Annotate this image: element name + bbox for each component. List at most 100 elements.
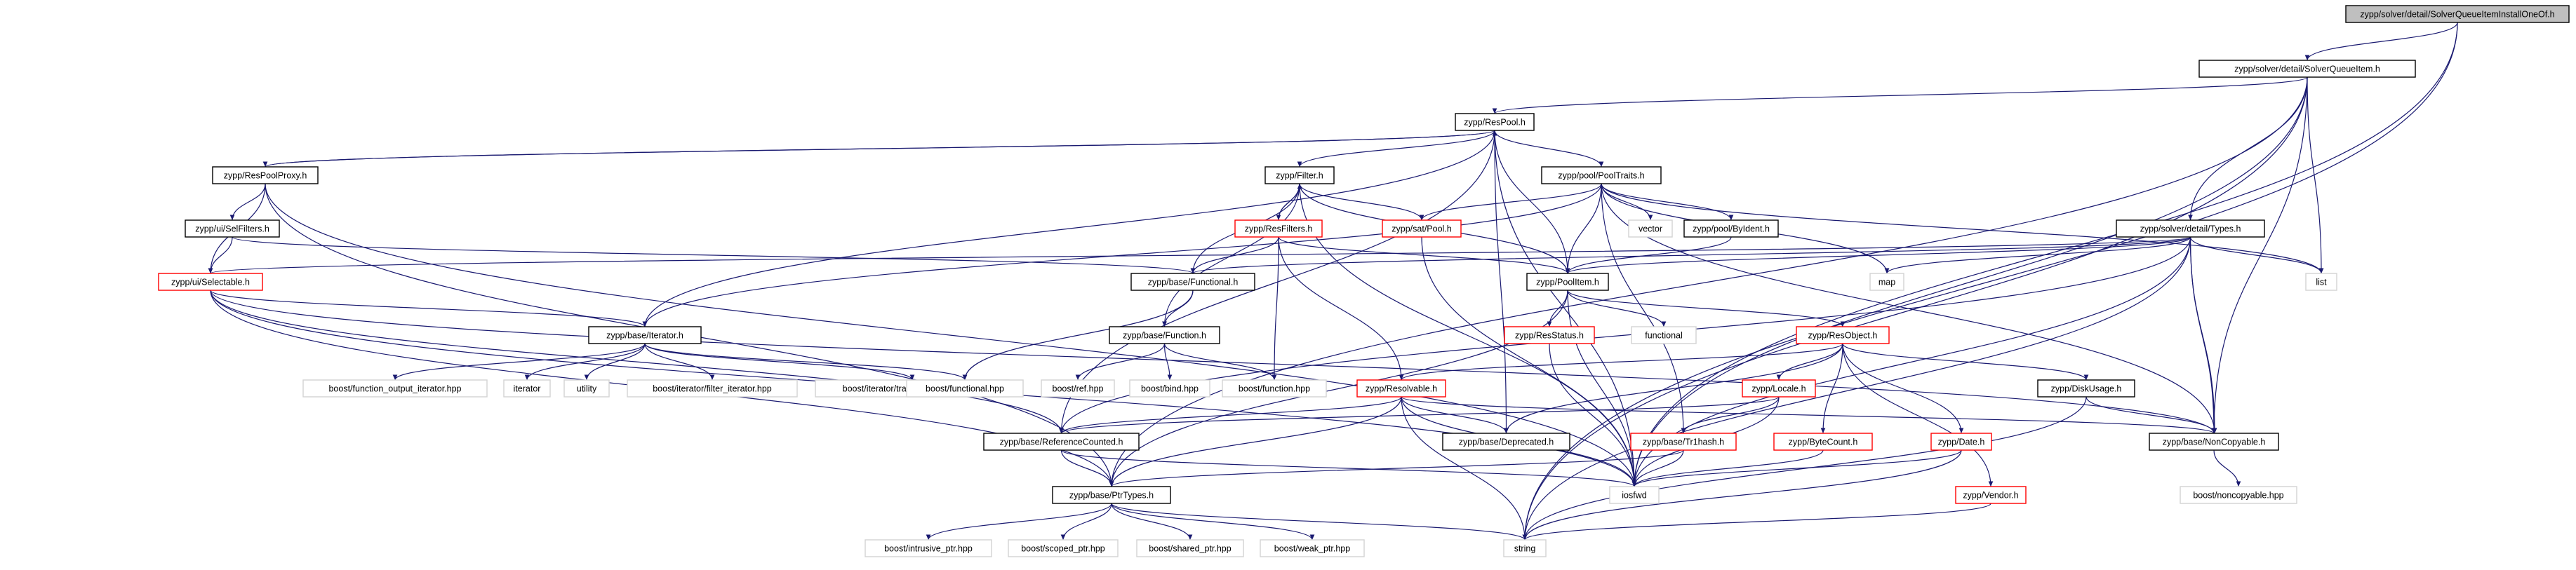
node-resfilters[interactable]: zypp/ResFilters.h	[1234, 219, 1323, 238]
node-resolvable[interactable]: zypp/Resolvable.h	[1356, 379, 1446, 398]
include-edge-ptrtypes-to-boost_intrusive	[926, 503, 1112, 541]
node-selectable[interactable]: zypp/ui/Selectable.h	[158, 273, 263, 291]
node-main[interactable]: zypp/solver/detail/SolverQueueItemInstal…	[2345, 5, 2570, 23]
include-edge-iterator_h-to-boost_foi	[392, 343, 646, 381]
include-edge-resobject-to-resolvable	[1399, 343, 1843, 381]
include-edge-resobject-to-date	[1842, 343, 1964, 434]
include-edge-trhash-to-iosfwd	[1631, 449, 1684, 487]
include-edge-resobject-to-diskusage	[1842, 343, 2089, 381]
node-diskusage[interactable]: zypp/DiskUsage.h	[2037, 379, 2135, 398]
node-label: zypp/ResFilters.h	[1245, 224, 1313, 234]
include-edge-respoolproxy-to-selfilters	[229, 183, 266, 221]
include-edge-respoolproxy-to-respool	[265, 130, 1497, 168]
node-box	[627, 379, 798, 398]
include-edge-respool-to-filter	[1297, 130, 1495, 168]
node-sqi[interactable]: zypp/solver/detail/SolverQueueItem.h	[2198, 60, 2416, 78]
include-edge-iterator_h-to-utility	[584, 343, 646, 381]
node-poolitem[interactable]: zypp/PoolItem.h	[1526, 273, 1609, 291]
include-edge-poolitem-to-iosfwd	[1567, 290, 1637, 487]
node-locale[interactable]: zypp/Locale.h	[1742, 379, 1816, 398]
node-box	[158, 273, 263, 291]
node-boost-foi: boost/function_output_iterator.hpp	[302, 379, 488, 398]
include-edge-resobject-to-vendor	[1842, 343, 1994, 487]
node-label: zypp/PoolItem.h	[1536, 278, 1599, 287]
node-box	[588, 326, 702, 344]
node-filter[interactable]: zypp/Filter.h	[1264, 166, 1335, 184]
node-respool[interactable]: zypp/ResPool.h	[1455, 113, 1535, 131]
header-nodes: zypp/solver/detail/SolverQueueItemInstal…	[158, 5, 2570, 557]
node-box	[1356, 379, 1446, 398]
node-boost-intrusive: boost/intrusive_ptr.hpp	[865, 539, 992, 557]
node-box	[1130, 273, 1255, 291]
node-label: vector	[1639, 224, 1662, 234]
include-edges	[208, 22, 2458, 541]
node-noncopyable[interactable]: zypp/base/NonCopyable.h	[2149, 433, 2279, 451]
node-selfilters[interactable]: zypp/ui/SelFilters.h	[185, 219, 280, 238]
include-edge-selfilters-to-functional_h	[232, 236, 1195, 274]
node-label: zypp/Vendor.h	[1963, 491, 2018, 501]
include-edge-respool-to-iosfwd	[1494, 130, 1637, 487]
include-edge-selectable-to-noncopyable	[210, 290, 2217, 434]
node-types[interactable]: zypp/solver/detail/Types.h	[2116, 219, 2265, 238]
node-trhash[interactable]: zypp/base/Tr1hash.h	[1630, 433, 1737, 451]
node-label: zypp/base/Tr1hash.h	[1643, 437, 1724, 447]
node-box	[1541, 166, 1662, 184]
node-refcounted[interactable]: zypp/base/ReferenceCounted.h	[983, 433, 1140, 451]
node-box	[1504, 326, 1595, 344]
include-edge-vendor-to-string	[1522, 503, 1991, 541]
node-box	[1136, 539, 1244, 557]
node-functional-h[interactable]: zypp/base/Functional.h	[1130, 273, 1255, 291]
node-deprecated[interactable]: zypp/base/Deprecated.h	[1442, 433, 1570, 451]
node-satpool[interactable]: zypp/sat/Pool.h	[1382, 219, 1462, 238]
node-boost-weak: boost/weak_ptr.hpp	[1260, 539, 1365, 557]
node-boost-functional: boost/functional.hpp	[906, 379, 1024, 398]
include-edge-trhash-to-ptrtypes	[1109, 449, 1684, 487]
node-resstatus[interactable]: zypp/ResStatus.h	[1504, 326, 1595, 344]
node-box	[2198, 60, 2416, 78]
node-resobject[interactable]: zypp/ResObject.h	[1796, 326, 1890, 344]
node-vendor[interactable]: zypp/Vendor.h	[1955, 486, 2027, 504]
include-edge-respool-to-deprecated	[1494, 130, 1509, 434]
include-edge-ptrtypes-to-boost_weak	[1111, 503, 1315, 541]
node-string: string	[1503, 539, 1547, 557]
include-edge-types-to-functional_h	[1191, 236, 2191, 274]
include-edge-resolvable-to-noncopyable	[1401, 396, 2217, 434]
include-edge-pooltraits-to-iterator_h	[642, 183, 1602, 327]
include-edge-functional_h-to-function_h	[1162, 290, 1194, 327]
node-label: boost/function_output_iterator.hpp	[328, 384, 461, 394]
node-ptrtypes[interactable]: zypp/base/PtrTypes.h	[1052, 486, 1171, 504]
node-byident[interactable]: zypp/pool/ByIdent.h	[1683, 219, 1779, 238]
node-label: zypp/DiskUsage.h	[2051, 384, 2122, 394]
include-edge-pooltraits-to-satpool	[1419, 183, 1602, 221]
include-edge-poolitem-to-functional	[1567, 290, 1667, 327]
node-label: boost/noncopyable.hpp	[2193, 491, 2283, 501]
node-box	[1052, 486, 1171, 504]
node-box	[1796, 326, 1890, 344]
node-label: zypp/ResPoolProxy.h	[224, 171, 307, 181]
include-edge-sqi-to-list	[2307, 76, 2324, 274]
node-label: zypp/solver/detail/SolverQueueItemInstal…	[2360, 10, 2554, 20]
node-label: functional	[1645, 331, 1683, 341]
node-label: string	[1514, 544, 1536, 554]
node-pooltraits[interactable]: zypp/pool/PoolTraits.h	[1541, 166, 1662, 184]
node-box	[1609, 486, 1660, 504]
node-label: zypp/base/Iterator.h	[606, 331, 683, 341]
include-edge-resolvable-to-refcounted	[1059, 396, 1402, 434]
include-edge-locale-to-refcounted	[1059, 396, 1780, 434]
node-function-h[interactable]: zypp/base/Function.h	[1109, 326, 1220, 344]
node-functional: functional	[1631, 326, 1697, 344]
node-box	[563, 379, 610, 398]
include-edge-types-to-map	[1884, 236, 2191, 274]
node-iterator-h[interactable]: zypp/base/Iterator.h	[588, 326, 702, 344]
node-date[interactable]: zypp/Date.h	[1930, 433, 1992, 451]
node-label: zypp/ui/SelFilters.h	[195, 224, 269, 234]
node-label: zypp/Date.h	[1938, 437, 1985, 447]
include-edge-resobject-to-locale	[1776, 343, 1843, 381]
node-respoolproxy[interactable]: zypp/ResPoolProxy.h	[212, 166, 319, 184]
node-box	[1264, 166, 1335, 184]
node-box	[906, 379, 1024, 398]
node-label: zypp/solver/detail/Types.h	[2140, 224, 2241, 234]
include-edge-resolvable-to-deprecated	[1401, 396, 1509, 434]
node-bytecount[interactable]: zypp/ByteCount.h	[1773, 433, 1873, 451]
